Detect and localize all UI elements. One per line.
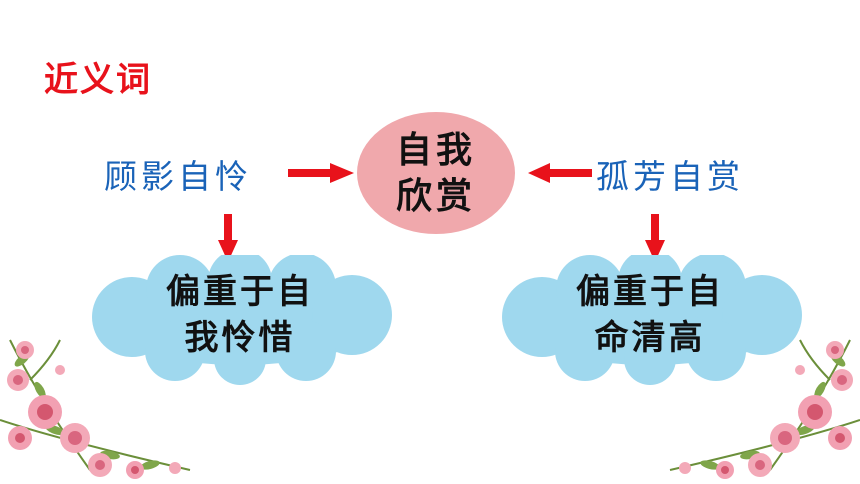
center-line-1: 自我	[395, 129, 476, 171]
arrow-left-icon	[528, 163, 592, 183]
right-cloud: 偏重于自 命清高	[490, 255, 810, 405]
pink-roses-icon	[0, 339, 191, 479]
arrow-down-icon	[218, 214, 238, 262]
slide-title: 近义词	[44, 60, 152, 100]
left-cloud: 偏重于自 我怜惜	[80, 255, 400, 405]
center-ellipse: 自我 欣赏	[357, 112, 515, 234]
left-cloud-line-1: 偏重于自	[166, 272, 314, 312]
left-word: 顾影自怜	[104, 157, 252, 196]
pink-roses-icon	[669, 339, 860, 479]
right-cloud-line-2: 命清高	[594, 318, 706, 358]
right-word: 孤芳自赏	[596, 157, 744, 196]
left-cloud-line-2: 我怜惜	[184, 318, 296, 358]
center-line-2: 欣赏	[395, 175, 476, 217]
right-cloud-line-1: 偏重于自	[576, 272, 724, 312]
arrow-down-icon	[645, 214, 665, 262]
arrow-right-icon	[288, 163, 354, 183]
